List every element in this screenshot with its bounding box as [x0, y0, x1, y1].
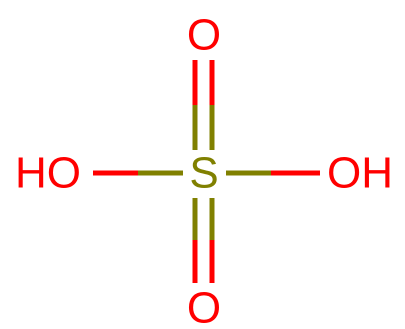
atom-oxygen-bottom: O [187, 284, 221, 329]
atom-oxygen-top: O [187, 11, 221, 60]
atom-sulfur: S [189, 149, 218, 198]
atom-hydroxyl-left: HO [15, 149, 81, 198]
atom-hydroxyl-right: OH [327, 149, 393, 198]
double-bond-top [192, 60, 215, 150]
double-bond-bottom [192, 198, 215, 283]
